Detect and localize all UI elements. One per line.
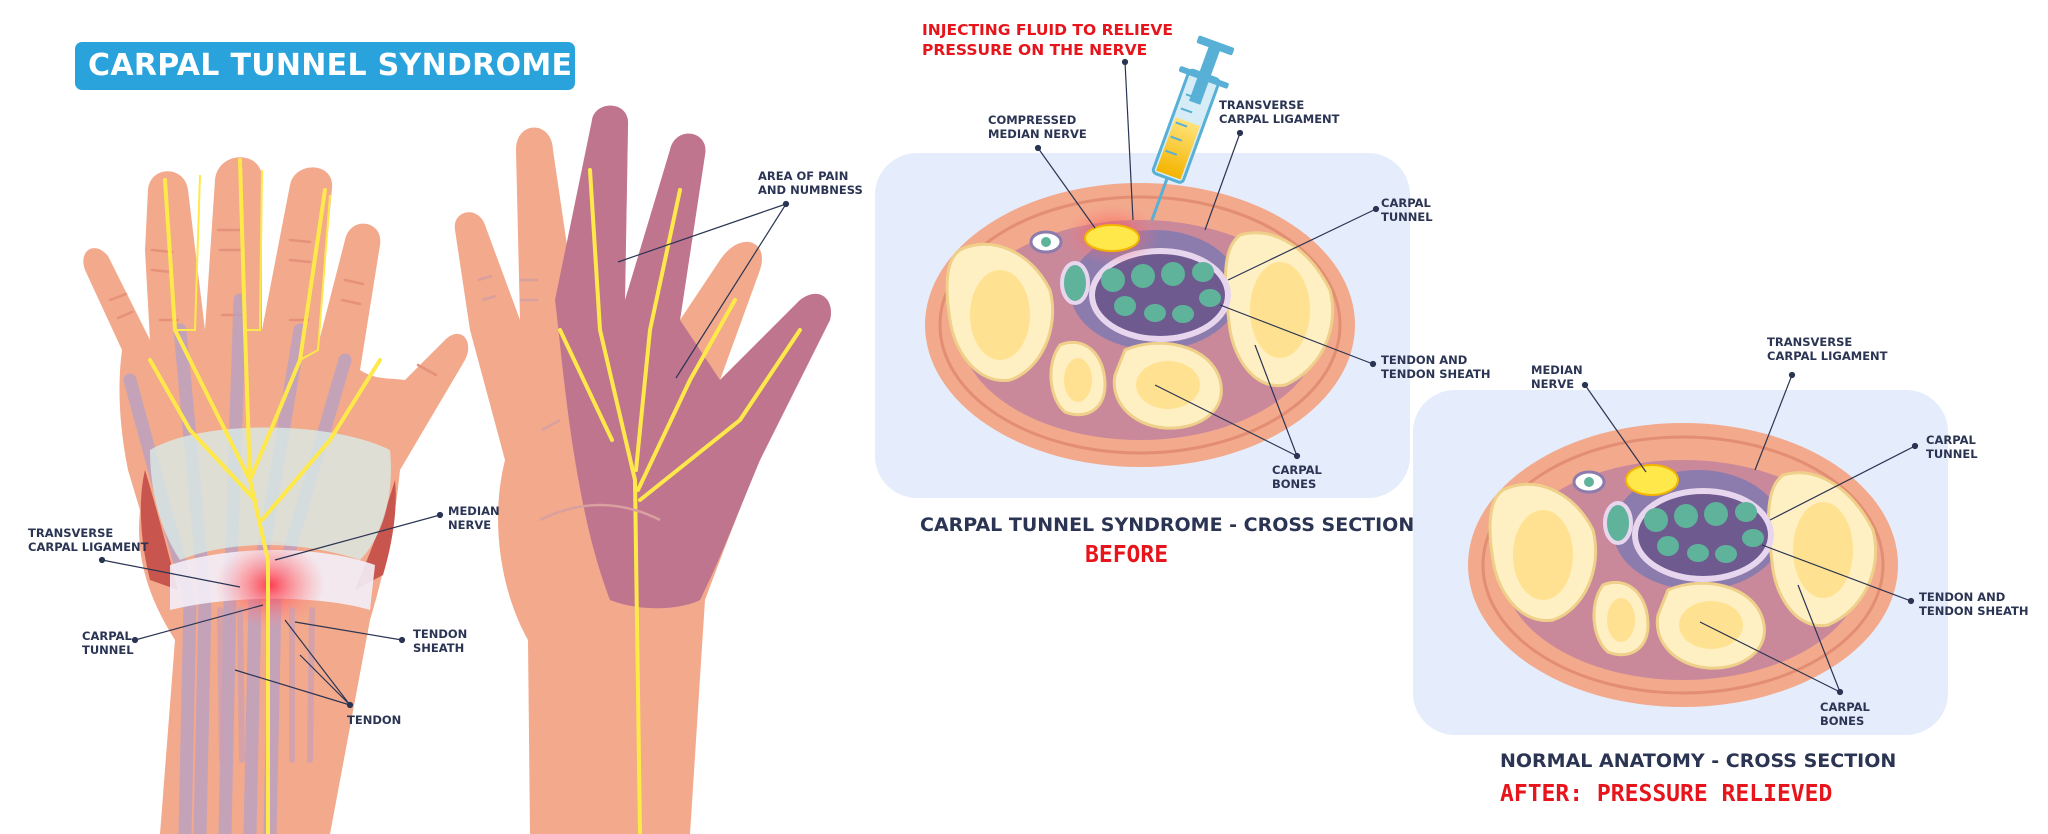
before-label-sheath-2: TENDON SHEATH [1381,367,1491,381]
after-label-transverse-1: TRANSVERSE [1767,335,1852,349]
palm-ligament-area [150,427,391,560]
lh-label-transverse-2: CARPAL LIGAMENT [28,540,149,554]
title-banner [75,42,575,90]
injection-label: INJECTING FLUID TO RELIEVE PRESSURE ON T… [922,20,1173,60]
after-label-median-1: MEDIAN [1531,363,1583,377]
before-caption: CARPAL TUNNEL SYNDROME - CROSS SECTION [920,514,1415,536]
before-leaders [1034,58,1380,460]
after-vessel [1572,470,1606,494]
left-hand [83,157,469,834]
left-hand-fine-nerves [175,169,331,361]
after-label-sheath-1: TENDON AND [1919,590,2005,604]
before-compressed-nerve [1084,224,1140,252]
after-small-tendon [1603,501,1633,545]
before-label-tunnel-2: TUNNEL [1381,210,1433,224]
before-cross-section [875,153,1410,498]
after-caption: NORMAL ANATOMY - CROSS SECTION [1500,750,1897,772]
after-label-sheath-2: TENDON SHEATH [1919,604,2029,618]
right-hand-creases [477,274,661,522]
before-label-compressed-1: COMPRESSED [988,113,1076,127]
syringe-plunger-head [1196,35,1235,56]
wrist-sheath-stripes [217,607,315,763]
after-median-nerve [1625,464,1679,496]
rh-label-pain-1: AREA OF PAIN [758,169,848,183]
after-label-tunnel-1: CARPAL [1926,433,1976,447]
right-hand [454,105,831,834]
after-label-bones-2: BONES [1820,714,1864,728]
after-label-transverse-2: CARPAL LIGAMENT [1767,349,1888,363]
before-label-bones-2: BONES [1272,477,1316,491]
rh-label-pain-2: AND NUMBNESS [758,183,863,197]
after-cross-section [1413,390,1948,735]
lh-label-median-2: NERVE [448,518,491,532]
page-title: CARPAL TUNNEL SYNDROME [88,48,573,83]
after-label-bones-1: CARPAL [1820,700,1870,714]
after-label-tunnel-2: TUNNEL [1926,447,1978,461]
lh-label-sheath-2: SHEATH [413,641,464,655]
syringe-marks [1165,93,1198,156]
syringe [1150,35,1235,221]
before-skin-line [938,195,1342,455]
lh-label-transverse-1: TRANSVERSE [28,526,113,540]
after-label-median-2: NERVE [1531,377,1574,391]
injection-label-line-1: INJECTING FLUID TO RELIEVE [922,21,1173,39]
left-muscle [140,470,178,590]
before-vessel [1029,230,1063,254]
injection-label-line-2: PRESSURE ON THE NERVE [922,41,1148,59]
syringe-flange [1178,66,1229,89]
after-bone-cores [1513,502,1853,649]
right-hand-pain-area [555,105,831,609]
lh-label-tunnel-1: CARPAL [82,629,132,643]
before-small-tendon [1060,261,1090,305]
after-tendons [1644,502,1764,563]
before-tendons [1101,262,1221,323]
lh-label-median-1: MEDIAN [448,504,500,518]
after-skin-line [1481,435,1885,695]
before-label-transverse-2: CARPAL LIGAMENT [1219,112,1340,126]
before-label-bones-1: CARPAL [1272,463,1322,477]
syringe-fluid [1156,117,1200,180]
lh-label-tendon: TENDON [347,713,401,727]
before-status: BEFORE [1085,542,1169,568]
right-hand-nerves [558,168,802,834]
syringe-needle [1150,177,1169,221]
lh-label-tunnel-2: TUNNEL [82,643,134,657]
after-leaders [1581,371,1919,696]
left-hand-leaders [98,200,790,709]
before-label-tunnel-1: CARPAL [1381,196,1431,210]
lh-label-sheath-1: TENDON [413,627,467,641]
before-label-sheath-1: TENDON AND [1381,353,1467,367]
right-muscle [355,480,396,590]
before-label-transverse-1: TRANSVERSE [1219,98,1304,112]
before-label-compressed-2: MEDIAN NERVE [988,127,1087,141]
after-status: AFTER: PRESSURE RELIEVED [1500,781,1833,807]
